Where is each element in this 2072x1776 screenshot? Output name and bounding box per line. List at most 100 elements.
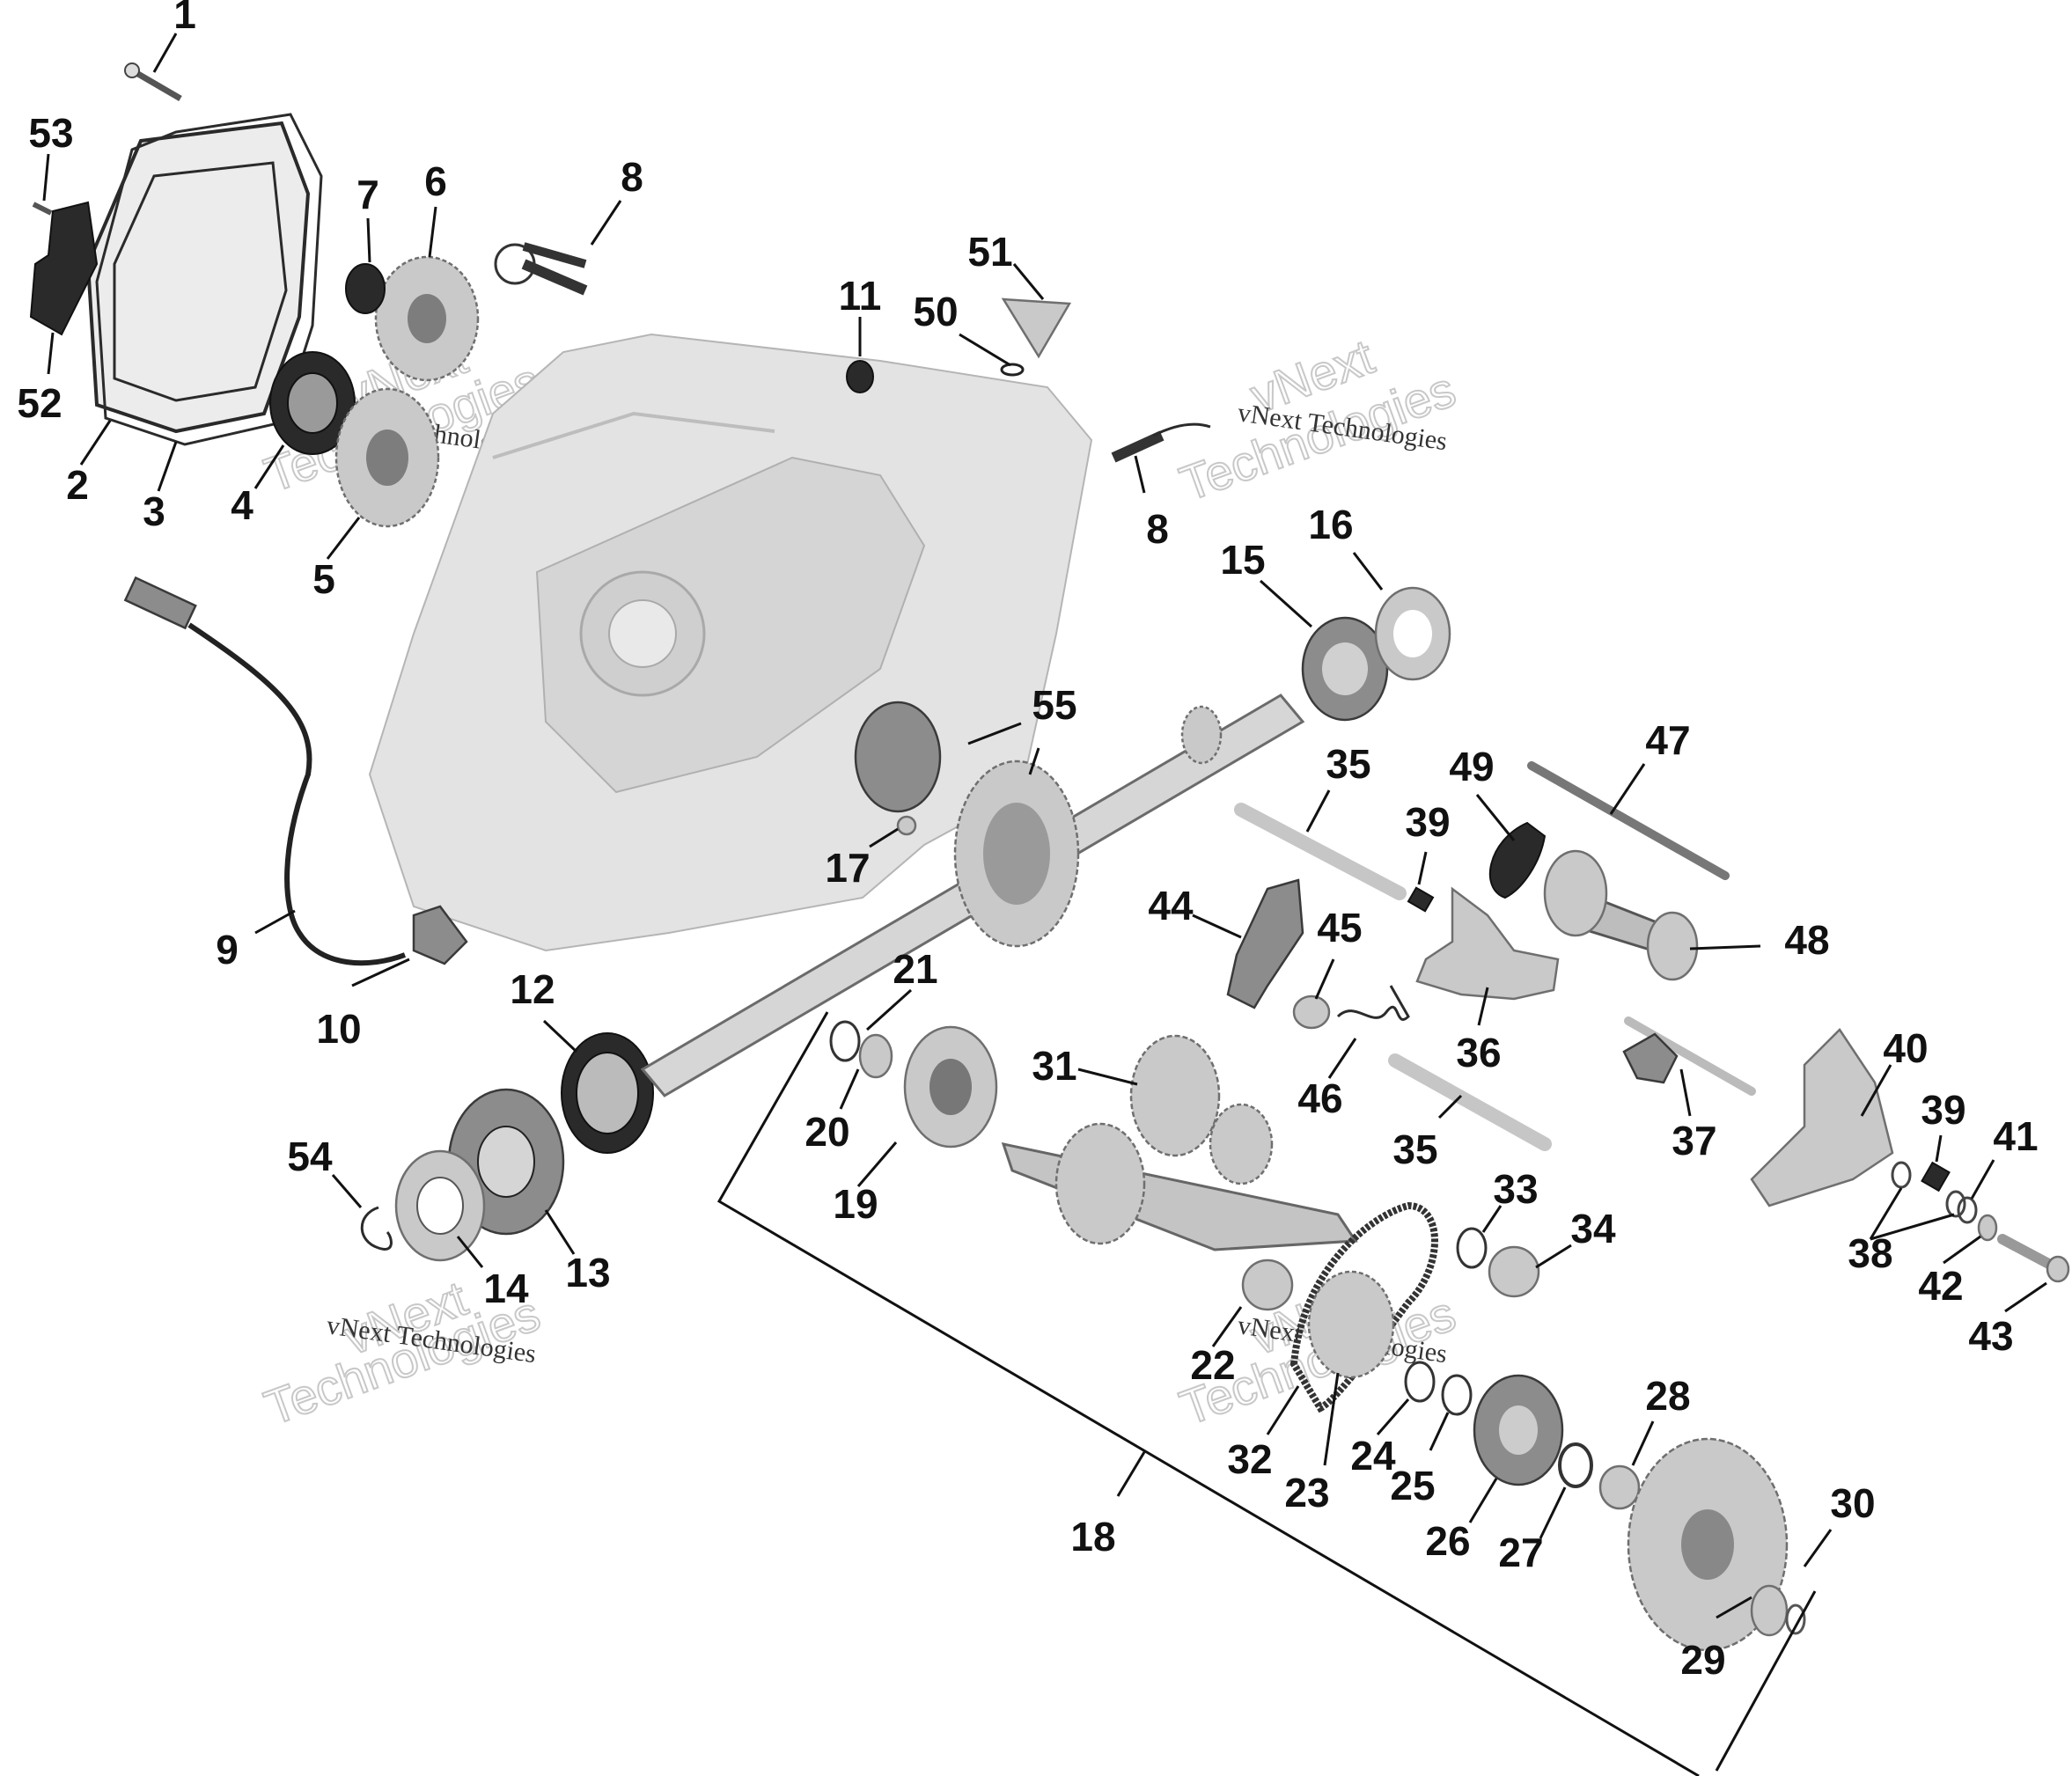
plug-part-17 xyxy=(896,815,917,836)
callout-47: 47 xyxy=(1645,717,1690,763)
callout-5: 5 xyxy=(312,556,335,602)
callout-11: 11 xyxy=(839,273,882,319)
washer-part-38a xyxy=(1891,1161,1912,1189)
wire-harness-part-9 xyxy=(123,576,407,966)
washer-part-42 xyxy=(1977,1214,1998,1242)
callout-52: 52 xyxy=(17,380,62,426)
ring-part-30 xyxy=(1785,1604,1806,1635)
callout-24: 24 xyxy=(1350,1433,1396,1479)
fork-part-40 xyxy=(1750,1028,1894,1207)
callout-50: 50 xyxy=(913,289,958,334)
callout-35-lower: 35 xyxy=(1392,1127,1437,1172)
callout-28: 28 xyxy=(1645,1373,1690,1419)
bearing-part-15 xyxy=(1301,616,1389,722)
shift-drum-part-48 xyxy=(1543,849,1699,981)
callout-39-right: 39 xyxy=(1921,1087,1965,1133)
circlip-part-25 xyxy=(1441,1374,1473,1416)
callout-54: 54 xyxy=(287,1134,333,1179)
callout-8-right: 8 xyxy=(1146,506,1169,552)
bearing-part-4 xyxy=(269,351,356,455)
seal-part-7 xyxy=(345,263,386,314)
callout-19: 19 xyxy=(833,1181,878,1227)
callout-13: 13 xyxy=(565,1250,610,1295)
callout-20: 20 xyxy=(805,1109,849,1155)
callout-42: 42 xyxy=(1918,1263,1963,1309)
gasket-part-3 xyxy=(95,113,323,446)
bolt-part-53 xyxy=(32,202,53,216)
fork-part-36 xyxy=(1415,886,1560,1001)
spring-part-39a xyxy=(1407,886,1435,913)
callout-53: 53 xyxy=(28,110,73,156)
sprocket-part-23 xyxy=(1307,1270,1395,1379)
callout-12: 12 xyxy=(510,966,555,1012)
callout-23: 23 xyxy=(1284,1470,1329,1515)
callout-43: 43 xyxy=(1968,1313,2013,1359)
callout-2: 2 xyxy=(66,462,89,508)
rod-part-35-lower xyxy=(1388,1053,1552,1151)
shaft-part-47 xyxy=(1527,761,1730,880)
oring-part-50 xyxy=(1000,363,1025,377)
callout-15: 15 xyxy=(1220,537,1265,583)
callout-8-top: 8 xyxy=(621,154,643,200)
gear-part-5 xyxy=(334,387,440,528)
seal-part-14 xyxy=(394,1149,486,1262)
spring-part-46 xyxy=(1336,985,1410,1021)
callout-33: 33 xyxy=(1493,1166,1538,1212)
callout-10: 10 xyxy=(316,1006,361,1052)
callout-49: 49 xyxy=(1449,744,1494,789)
lever-part-44 xyxy=(1226,878,1304,1009)
needle-bearing-part-22 xyxy=(1241,1259,1294,1311)
ring-part-41 xyxy=(1957,1196,1978,1224)
drive-shaft-part-55 xyxy=(640,694,1305,1097)
bolt-part-43 xyxy=(1997,1234,2070,1283)
callout-48: 48 xyxy=(1784,917,1829,963)
callout-37: 37 xyxy=(1672,1118,1716,1163)
cover-part-2 xyxy=(85,121,311,434)
callout-16: 16 xyxy=(1308,502,1353,547)
callout-44: 44 xyxy=(1148,883,1194,928)
circlip-part-24 xyxy=(1404,1361,1436,1403)
seal-part-16 xyxy=(1374,586,1451,681)
pin-part-51 xyxy=(1001,297,1072,359)
callout-31: 31 xyxy=(1032,1043,1076,1089)
bearing-part-12 xyxy=(561,1032,654,1154)
gear-part-6 xyxy=(374,255,480,382)
shaft-part-37 xyxy=(1622,1016,1756,1096)
callout-6: 6 xyxy=(424,158,447,204)
ring-part-20 xyxy=(858,1033,893,1079)
bushing-part-28 xyxy=(1598,1464,1641,1510)
callout-35-upper: 35 xyxy=(1326,741,1370,787)
callout-22: 22 xyxy=(1190,1342,1235,1388)
large-gear-part xyxy=(1627,1437,1789,1652)
circlip-part-21 xyxy=(829,1020,861,1062)
callout-17: 17 xyxy=(825,845,870,891)
sensor-part-8-top xyxy=(494,242,588,296)
callout-30: 30 xyxy=(1830,1480,1875,1526)
callout-41: 41 xyxy=(1993,1113,2038,1159)
callout-1: 1 xyxy=(173,0,196,37)
callout-34: 34 xyxy=(1570,1206,1616,1251)
leader-lines xyxy=(42,33,2047,1619)
callout-25: 25 xyxy=(1390,1463,1435,1508)
bracket-part-52 xyxy=(29,201,99,336)
watermark-top-right: vNext Technologies vNext Technologies xyxy=(1172,327,1464,512)
bracket-outline-18 xyxy=(716,1011,1700,1776)
callout-39-upper: 39 xyxy=(1405,799,1450,845)
callout-26: 26 xyxy=(1425,1518,1470,1564)
callout-9: 9 xyxy=(216,927,239,972)
hub-part-19 xyxy=(903,1025,998,1149)
gear-cluster-part-31 xyxy=(1001,1034,1358,1251)
callout-32: 32 xyxy=(1227,1436,1272,1482)
callout-29: 29 xyxy=(1680,1637,1725,1683)
washer-part-27 xyxy=(1558,1442,1593,1488)
spring-part-39b xyxy=(1921,1161,1951,1193)
sensor-part-10 xyxy=(412,905,468,965)
clip-part-49 xyxy=(1488,821,1547,899)
callout-3: 3 xyxy=(143,488,165,534)
sleeve-part-45 xyxy=(1292,994,1331,1030)
sensor-part-8-right xyxy=(1111,422,1211,463)
callout-18: 18 xyxy=(1070,1514,1115,1560)
callout-36: 36 xyxy=(1456,1030,1501,1075)
callout-14: 14 xyxy=(483,1266,529,1311)
